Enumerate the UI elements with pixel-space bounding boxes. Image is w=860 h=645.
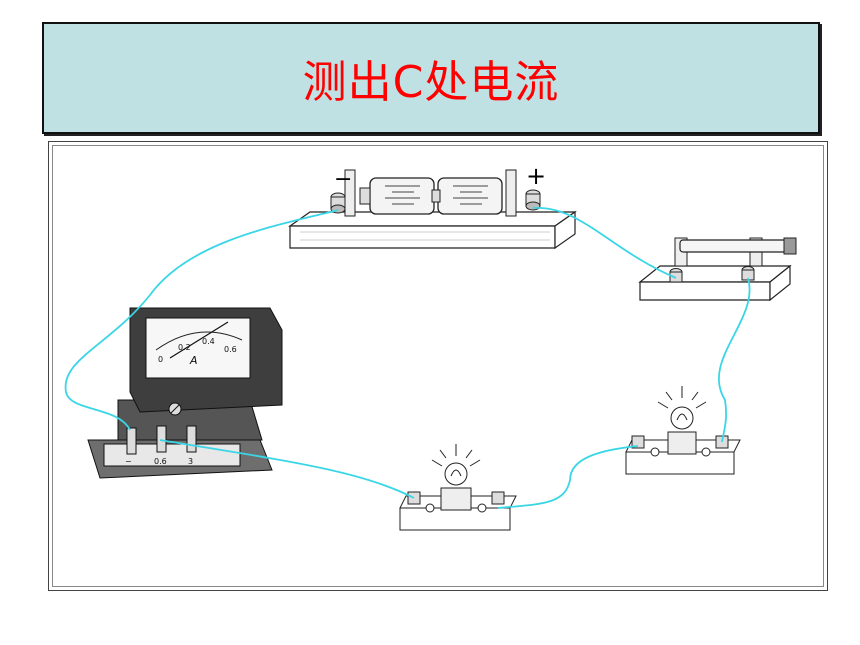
scale-label-0: 0	[158, 355, 163, 364]
battery-minus-sign: −	[334, 167, 352, 192]
ammeter-scale-labels: 0 0.2 0.4 0.6	[158, 337, 237, 364]
terminal-label-0-6: 0.6	[154, 457, 167, 466]
scale-label-2: 0.4	[202, 337, 215, 346]
bulb-right	[625, 386, 741, 475]
wire-switch-to-bulb-right	[718, 277, 751, 443]
scale-label-3: 0.6	[224, 345, 237, 354]
ammeter: 0 0.2 0.4 0.6 A − 0.6 3	[87, 307, 283, 479]
terminal-label-negative: −	[125, 457, 132, 466]
battery-cell-left	[359, 177, 435, 215]
scale-label-1: 0.2	[178, 343, 191, 352]
wires	[64, 207, 751, 509]
ammeter-unit-label: A	[189, 354, 198, 367]
terminal-label-3: 3	[188, 457, 193, 466]
battery-cell-right	[431, 177, 503, 215]
battery-negative-terminal	[330, 192, 346, 214]
title-banner: 测出C处电流	[42, 22, 820, 134]
ammeter-terminals: − 0.6 3	[125, 425, 197, 466]
battery-holder: − +	[288, 162, 577, 250]
battery-positive-terminal	[525, 189, 541, 211]
wire-bulb-right-to-bulb-left	[497, 445, 639, 509]
switch	[638, 237, 797, 302]
wire-battery-to-switch	[532, 207, 677, 279]
wire-battery-to-ammeter	[64, 209, 339, 431]
wire-bulb-left-to-ammeter	[159, 439, 415, 499]
bulb-left	[399, 444, 517, 531]
battery-plus-sign: +	[526, 162, 546, 190]
circuit-diagram-inner-border	[52, 145, 824, 587]
slide-title: 测出C处电流	[302, 57, 560, 108]
